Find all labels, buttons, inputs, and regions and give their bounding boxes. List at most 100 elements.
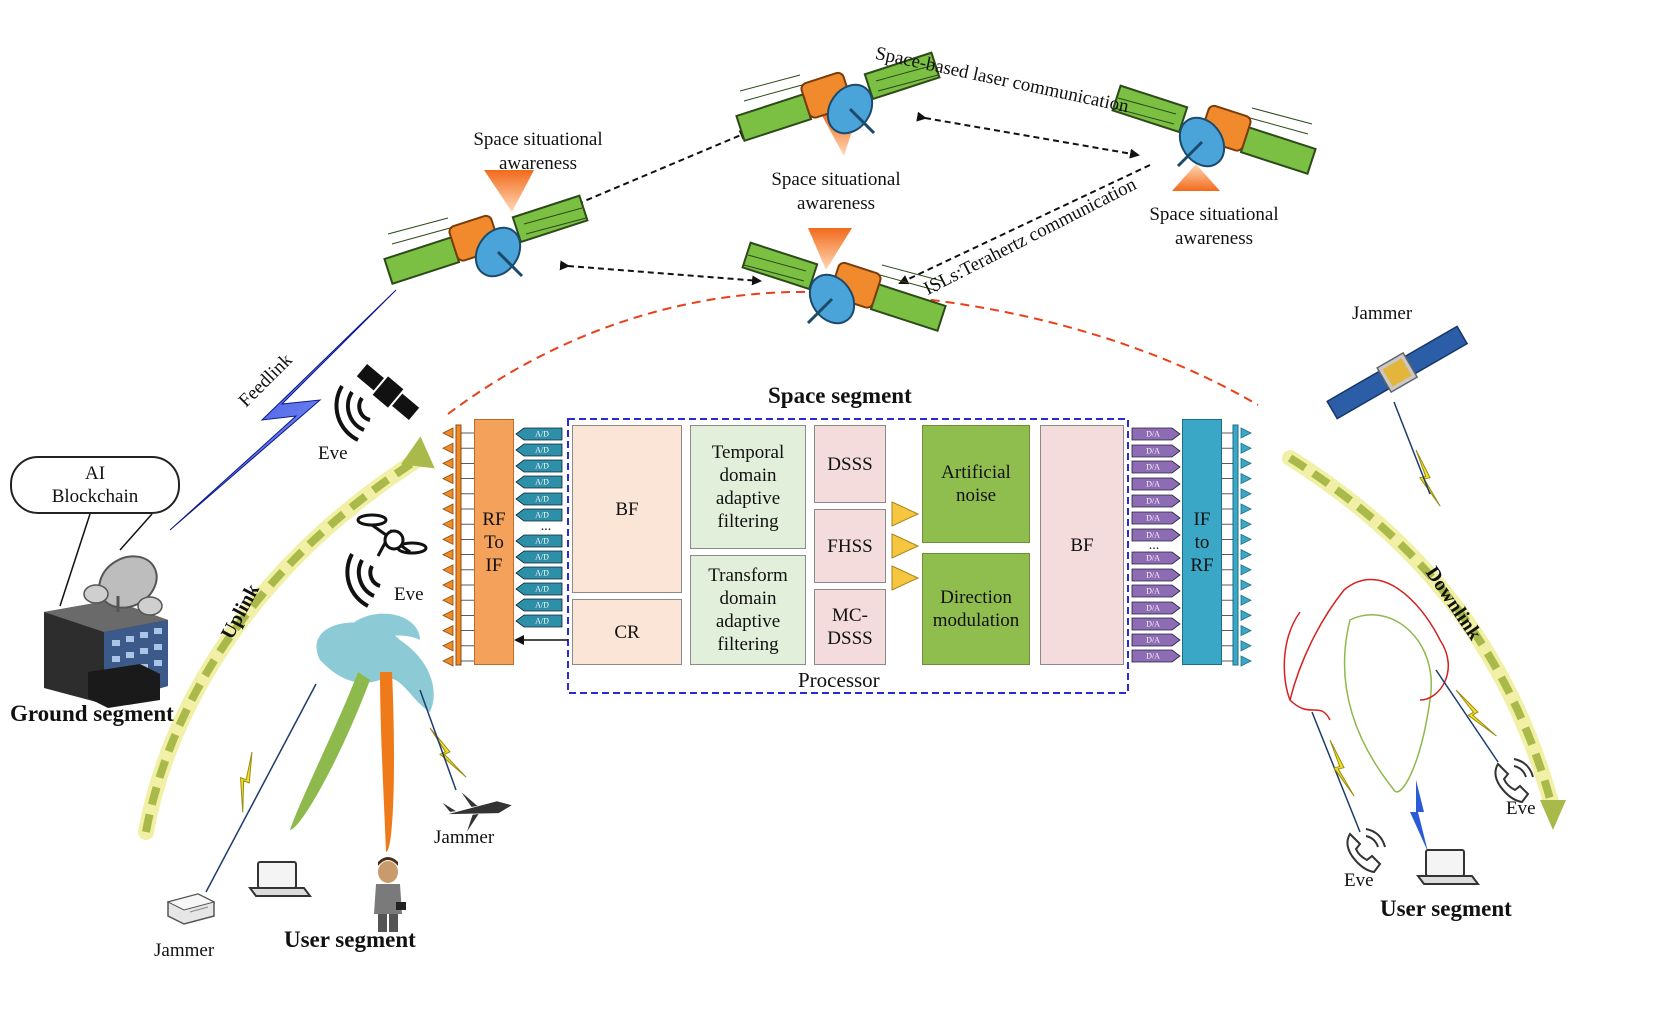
antenna-element bbox=[1240, 472, 1252, 485]
ad-label: A/D bbox=[535, 569, 549, 578]
ssa-label-3-line1: Space situational bbox=[1149, 204, 1279, 225]
ground-station-icon bbox=[44, 555, 168, 708]
da-label: D/A bbox=[1146, 571, 1160, 580]
user-segment-right-label: User segment bbox=[1380, 896, 1512, 921]
eve-link-line bbox=[1311, 711, 1361, 833]
user-person-icon bbox=[374, 857, 406, 932]
fhss-block: FHSS bbox=[814, 509, 886, 583]
jamming-bolt-icon bbox=[1327, 737, 1355, 800]
ad-label: A/D bbox=[535, 553, 549, 562]
jammer-plane-label: Jammer bbox=[434, 827, 495, 848]
antenna-element bbox=[442, 518, 454, 530]
link-sat2-sat4 bbox=[916, 111, 1140, 159]
antenna-element bbox=[442, 533, 454, 546]
da-converter: D/A bbox=[1131, 511, 1181, 525]
da-converter: D/A bbox=[1131, 460, 1181, 474]
ad-converter: A/D bbox=[515, 566, 563, 580]
antenna-element bbox=[1240, 609, 1252, 622]
antenna-element bbox=[442, 564, 454, 576]
jammer-satellite-icon bbox=[1326, 325, 1469, 420]
downlink-arrow bbox=[1287, 454, 1556, 808]
ad-converter: A/D bbox=[515, 427, 563, 441]
ground-segment-label: Ground segment bbox=[10, 701, 174, 726]
callout-line bbox=[119, 513, 153, 551]
da-converter: D/A bbox=[1131, 568, 1181, 582]
ssa-label-2: Space situational awareness bbox=[760, 168, 912, 216]
antenna-element bbox=[1240, 564, 1252, 576]
jamming-bolt-icon bbox=[427, 722, 467, 784]
processor-box bbox=[567, 418, 1129, 694]
da-converter: D/A bbox=[1131, 494, 1181, 508]
ssa-label-2-line1: Space situational bbox=[771, 169, 901, 190]
ad-label: A/D bbox=[535, 478, 549, 487]
antenna-element bbox=[1240, 640, 1252, 652]
antenna-element bbox=[442, 488, 454, 500]
antenna-element bbox=[1240, 655, 1252, 667]
antenna-element bbox=[442, 548, 454, 561]
da-label: D/A bbox=[1146, 604, 1160, 613]
if-to-rf-block: IF to RF bbox=[1182, 419, 1222, 665]
antenna-element bbox=[442, 609, 454, 622]
awareness-beam-3 bbox=[1172, 164, 1220, 191]
phone-icon bbox=[1346, 828, 1386, 873]
antenna-feed-bar-left bbox=[455, 424, 462, 666]
eve-signal-waves-icon bbox=[345, 553, 381, 608]
direction-modulation-block: Direction modulation bbox=[922, 553, 1030, 665]
da-label: D/A bbox=[1146, 480, 1160, 489]
ssa-label-3: Space situational awareness bbox=[1138, 203, 1290, 251]
phone-icon bbox=[1494, 758, 1534, 803]
antenna-element bbox=[442, 594, 454, 606]
da-label: D/A bbox=[1146, 587, 1160, 596]
arrow-triangle bbox=[891, 533, 920, 559]
antenna-element bbox=[442, 503, 454, 515]
satellite-icon bbox=[1111, 84, 1318, 177]
blockchain-label: Blockchain bbox=[51, 486, 139, 507]
transform-filter-block: Transform domain adaptive filtering bbox=[690, 555, 806, 665]
eve-phone-right-label: Eve bbox=[1506, 798, 1536, 819]
antenna-element bbox=[442, 655, 454, 667]
user-beam-green bbox=[290, 672, 370, 830]
jamming-bolt-icon bbox=[1453, 683, 1497, 744]
link-sat1-sat2 bbox=[558, 130, 750, 216]
user-beam-orange bbox=[380, 672, 394, 852]
antenna-array-left bbox=[442, 427, 454, 667]
signal-bolt-blue-icon bbox=[1410, 780, 1428, 852]
orbit-arc bbox=[447, 290, 1259, 415]
jammer-link-line bbox=[1393, 401, 1431, 495]
feed-lines-right bbox=[1222, 432, 1233, 662]
da-converter: D/A bbox=[1131, 477, 1181, 491]
da-label: D/A bbox=[1146, 652, 1160, 661]
antenna-element bbox=[1240, 488, 1252, 500]
ad-label: A/D bbox=[535, 537, 549, 546]
da-ellipsis: ... bbox=[1149, 538, 1160, 553]
eve-drone-label: Eve bbox=[394, 584, 424, 605]
ad-label: A/D bbox=[535, 446, 549, 455]
jammer-device-label: Jammer bbox=[154, 940, 215, 961]
ad-converter: A/D bbox=[515, 614, 563, 628]
spy-satellite-icon bbox=[356, 364, 420, 420]
ad-ellipsis: ... bbox=[541, 519, 552, 534]
jamming-bolt-icon bbox=[229, 750, 264, 813]
beam-coverage-cloud bbox=[316, 622, 434, 712]
antenna-element bbox=[1240, 503, 1252, 515]
ad-converter-list: A/DA/DA/DA/DA/DA/DA/DA/DA/DA/DA/DA/D... bbox=[515, 427, 563, 628]
ssa-label-3-line2: awareness bbox=[1174, 228, 1254, 249]
satellite-icon bbox=[382, 194, 589, 287]
antenna-element bbox=[1240, 442, 1252, 454]
beam-coverage-cloud bbox=[338, 613, 420, 640]
beam-pattern-red bbox=[1283, 611, 1301, 701]
da-converter: D/A bbox=[1131, 528, 1181, 542]
ad-converter: A/D bbox=[515, 598, 563, 612]
ai-label: AI bbox=[84, 463, 106, 484]
space-segment-label: Space segment bbox=[768, 383, 912, 408]
da-converter: D/A bbox=[1131, 444, 1181, 458]
dsss-block: DSSS bbox=[814, 425, 886, 503]
da-converter: D/A bbox=[1131, 633, 1181, 647]
ad-converter: A/D bbox=[515, 582, 563, 596]
antenna-element bbox=[1240, 594, 1252, 606]
antenna-element bbox=[1240, 579, 1252, 591]
da-label: D/A bbox=[1146, 514, 1160, 523]
fighter-jet-icon bbox=[442, 792, 512, 832]
antenna-element bbox=[442, 457, 454, 470]
